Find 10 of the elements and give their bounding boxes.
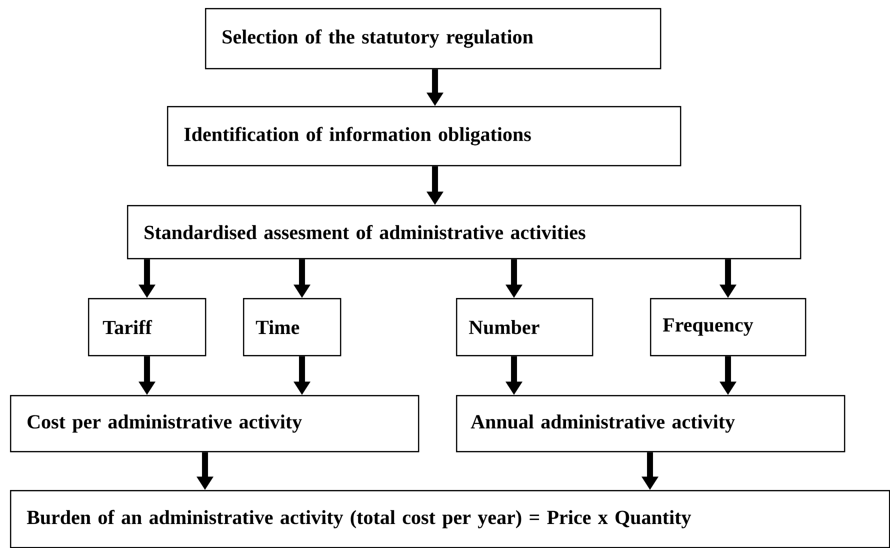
process-box: Standardised assesment of administrative activities bbox=[127, 205, 802, 260]
process-box: Identification of information obligations bbox=[167, 106, 682, 166]
process-box: Selection of the statutory regulation bbox=[205, 8, 662, 70]
process-box: Annual administrative activity bbox=[456, 394, 846, 452]
process-box: Tariff bbox=[88, 298, 206, 356]
process-box: Number bbox=[456, 298, 594, 356]
process-box: Cost per administrative activity bbox=[10, 394, 420, 452]
process-box: Frequency bbox=[650, 298, 806, 356]
process-box: Burden of an administrative activity (total cost per year) = Price x Quantity bbox=[10, 490, 890, 548]
process-box: Time bbox=[243, 298, 342, 356]
